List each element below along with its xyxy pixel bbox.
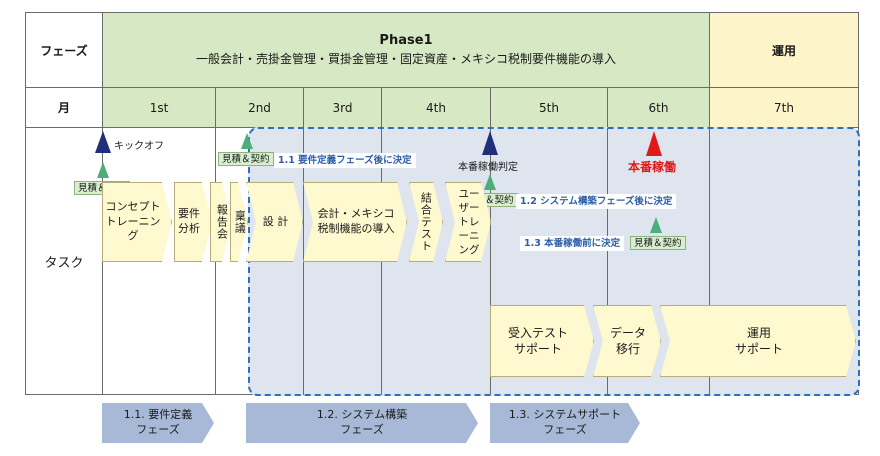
estimate-marker-icon-2 [241,133,253,149]
phase1-header-cell: Phase1 一般会計・売掛金管理・買掛金管理・固定資産・メキシコ税制要件機能の… [102,12,710,88]
operation-label: 運用 [771,43,796,58]
task-label-cell: タスク [25,127,103,395]
phase1-title: Phase1 [379,33,433,48]
month-6th-label: 6th [648,100,669,115]
go-live-marker-icon [646,131,662,156]
phase-requirements-arrow: 1.1. 要件定義 フェーズ [102,403,214,443]
phase-system-build-arrow: 1.2. システム構築 フェーズ [246,403,478,443]
month-7th: 7th [709,87,859,128]
note-pre-go-live-decision: 1.3 本番稼働前に決定 [520,236,625,251]
task-uat-support: 受入テスト サポート [490,305,594,377]
divider-7th [709,128,710,395]
operation-header-cell: 運用 [709,12,859,88]
month-2nd: 2nd [215,87,304,128]
month-7th-label: 7th [774,100,794,115]
month-label: 月 [57,101,70,115]
go-live-decision-marker-icon [482,131,498,155]
phase1-description: 一般会計・売掛金管理・買掛金管理・固定資産・メキシコ税制要件機能の導入 [195,52,616,66]
month-3rd-label: 3rd [332,100,353,115]
estimate-marker-icon-4 [650,217,662,233]
note-requirements-decision: 1.1 要件定義フェーズ後に決定 [274,153,416,168]
estimate-marker-icon-3 [484,174,496,190]
task-label: タスク [44,255,84,271]
divider-6th [607,128,608,395]
phase-label: フェーズ [40,43,88,58]
kickoff-label: キックオフ [114,141,164,152]
note-system-build-decision: 1.2 システム構築フェーズ後に決定 [516,194,677,209]
month-3rd: 3rd [303,87,382,128]
go-live-decision-label: 本番稼働判定 [458,162,518,173]
task-operation-support: 運用 サポート [660,305,856,377]
month-5th-label: 5th [539,100,559,115]
divider-5th [490,128,491,395]
month-2nd-label: 2nd [248,100,271,115]
phase-system-support-arrow: 1.3. システムサポート フェーズ [490,403,640,443]
month-1st-label: 1st [149,100,169,115]
estimate-badge-4: 見積＆契約 [630,236,686,250]
task-data-migration: データ 移行 [593,305,661,377]
month-4th-label: 4th [426,100,446,115]
month-label-cell: 月 [25,87,103,128]
phase-label-cell: フェーズ [25,12,103,88]
estimate-badge-2: 見積＆契約 [218,152,274,166]
month-4th: 4th [381,87,491,128]
kickoff-marker-icon [95,131,111,153]
estimate-marker-icon-1 [97,162,109,178]
task-implementation: 会計・メキシコ 税制機能の導入 [303,182,407,262]
month-5th: 5th [490,87,608,128]
month-6th: 6th [607,87,710,128]
task-concept-training: コンセプト トレーニング [102,182,172,262]
month-1st: 1st [102,87,216,128]
go-live-label: 本番稼働 [628,160,677,174]
